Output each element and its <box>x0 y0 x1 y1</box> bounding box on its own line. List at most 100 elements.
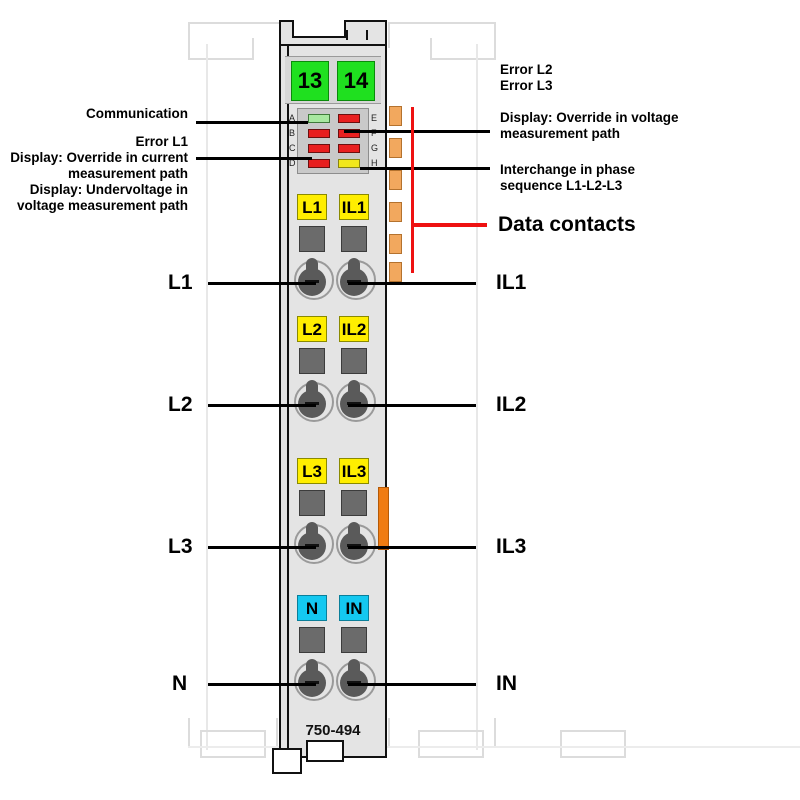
clamp-slot-il2 <box>347 402 361 405</box>
push-button-il1[interactable] <box>341 226 367 252</box>
annotation-override-current-line1: Display: Override in current <box>10 150 188 165</box>
data-contact-tab-2 <box>389 138 402 158</box>
terminal-label-il3: IL3 <box>496 535 527 558</box>
led-g <box>338 144 360 153</box>
terminal-group-l3: L3 IL3 <box>281 454 385 564</box>
annotation-override-voltage-line2: measurement path <box>500 126 621 141</box>
terminal-label-l1: L1 <box>168 271 193 294</box>
led-letter-a: A <box>289 113 296 123</box>
data-contact-tab-1 <box>389 106 402 126</box>
marker-tile-14: 14 <box>337 61 375 101</box>
push-button-in[interactable] <box>341 627 367 653</box>
marker-strip: 13 14 <box>285 56 381 104</box>
terminal-label-l3: L3 <box>168 535 193 558</box>
led-letter-c: C <box>289 143 296 153</box>
ghost-rail-line <box>188 746 800 748</box>
marker-tile-13: 13 <box>291 61 329 101</box>
leader-l3 <box>208 546 316 549</box>
annotation-error-l3: Error L3 <box>500 78 553 93</box>
terminal-tag-il3: IL3 <box>339 458 369 484</box>
clamp-slot-il1 <box>347 280 361 283</box>
annotation-data-contacts: Data contacts <box>498 213 636 236</box>
push-button-l3[interactable] <box>299 490 325 516</box>
leader-il2 <box>348 404 476 407</box>
clamp-slot-l1 <box>305 280 319 283</box>
led-letter-e: E <box>371 113 378 123</box>
terminal-tag-l1: L1 <box>297 194 327 220</box>
leader-il1 <box>348 282 476 285</box>
annotation-phase-sequence-line2: sequence L1-L2-L3 <box>500 178 623 193</box>
terminal-group-n: N IN <box>281 591 385 701</box>
annotation-phase-sequence-line1: Interchange in phase <box>500 162 636 177</box>
annotation-undervoltage-line2: voltage measurement path <box>16 198 188 213</box>
led-letter-d: D <box>289 158 296 168</box>
leader-phase-sequence <box>360 167 490 170</box>
terminal-label-l2: L2 <box>168 393 193 416</box>
ghost-module-left-foot <box>200 730 266 758</box>
terminal-label-il2: IL2 <box>496 393 527 416</box>
data-contact-tab-3 <box>389 170 402 190</box>
led-e <box>338 114 360 123</box>
terminal-label-il1: IL1 <box>496 271 527 294</box>
part-number-label: 750-494 <box>305 722 361 739</box>
led-letter-f: F <box>371 128 377 138</box>
module-foot-notch-left <box>272 748 302 774</box>
module-top-notch-right <box>346 30 368 40</box>
push-button-il2[interactable] <box>341 348 367 374</box>
annotation-error-l1: Error L1 <box>135 134 188 149</box>
terminal-label-n: N <box>172 672 188 695</box>
annotation-undervoltage-line1: Display: Undervoltage in <box>29 182 188 197</box>
ghost-module-right-rail <box>476 44 478 750</box>
push-button-l2[interactable] <box>299 348 325 374</box>
annotation-override-current-line2: measurement path <box>67 166 188 181</box>
ghost-module-left-upper <box>188 38 254 60</box>
terminal-tag-il1: IL1 <box>339 194 369 220</box>
led-panel <box>297 108 369 174</box>
module-body-inner-edge <box>287 44 289 750</box>
terminal-tag-in: IN <box>339 595 369 621</box>
led-d <box>308 159 330 168</box>
terminal-tag-n: N <box>297 595 327 621</box>
module-top-notch <box>292 20 346 38</box>
clamp-slot-il3 <box>347 544 361 547</box>
annotation-override-voltage-line1: Display: Override in voltage <box>500 110 679 125</box>
clamp-slot-n <box>305 681 319 684</box>
data-contact-tab-6 <box>389 262 402 282</box>
led-b <box>308 129 330 138</box>
ghost-module-left-rail <box>206 44 208 750</box>
led-letter-g: G <box>371 143 379 153</box>
data-contact-tab-5 <box>389 234 402 254</box>
terminal-tag-l2: L2 <box>297 316 327 342</box>
push-button-il3[interactable] <box>341 490 367 516</box>
terminal-tag-il2: IL2 <box>339 316 369 342</box>
leader-override-voltage <box>344 130 490 133</box>
leader-error-l1 <box>196 157 312 160</box>
clamp-slot-in <box>347 681 361 684</box>
clamp-slot-l2 <box>305 402 319 405</box>
led-h <box>338 159 360 168</box>
module-foot-notch-right <box>306 740 344 762</box>
led-letter-h: H <box>371 158 378 168</box>
leader-il3 <box>348 546 476 549</box>
led-c <box>308 144 330 153</box>
leader-l2 <box>208 404 316 407</box>
data-contact-tab-4 <box>389 202 402 222</box>
push-button-n[interactable] <box>299 627 325 653</box>
orange-marker-bar <box>378 487 389 550</box>
push-button-l1[interactable] <box>299 226 325 252</box>
ghost-module-right-foot <box>418 730 484 758</box>
annotation-error-l2: Error L2 <box>500 62 553 77</box>
led-f <box>338 129 360 138</box>
ghost-module-right-upper <box>430 38 496 60</box>
terminal-tag-l3: L3 <box>297 458 327 484</box>
data-contacts-bracket-arm <box>411 223 487 227</box>
ghost-module-far-right <box>560 730 626 758</box>
leader-n <box>208 683 316 686</box>
data-contacts-bracket-vertical <box>411 107 414 273</box>
clamp-slot-l3 <box>305 544 319 547</box>
annotation-communication: Communication <box>85 106 188 121</box>
led-letter-b: B <box>289 128 296 138</box>
ghost-module-right-top <box>388 22 496 48</box>
leader-communication <box>196 121 308 124</box>
terminal-label-in: IN <box>496 672 517 695</box>
